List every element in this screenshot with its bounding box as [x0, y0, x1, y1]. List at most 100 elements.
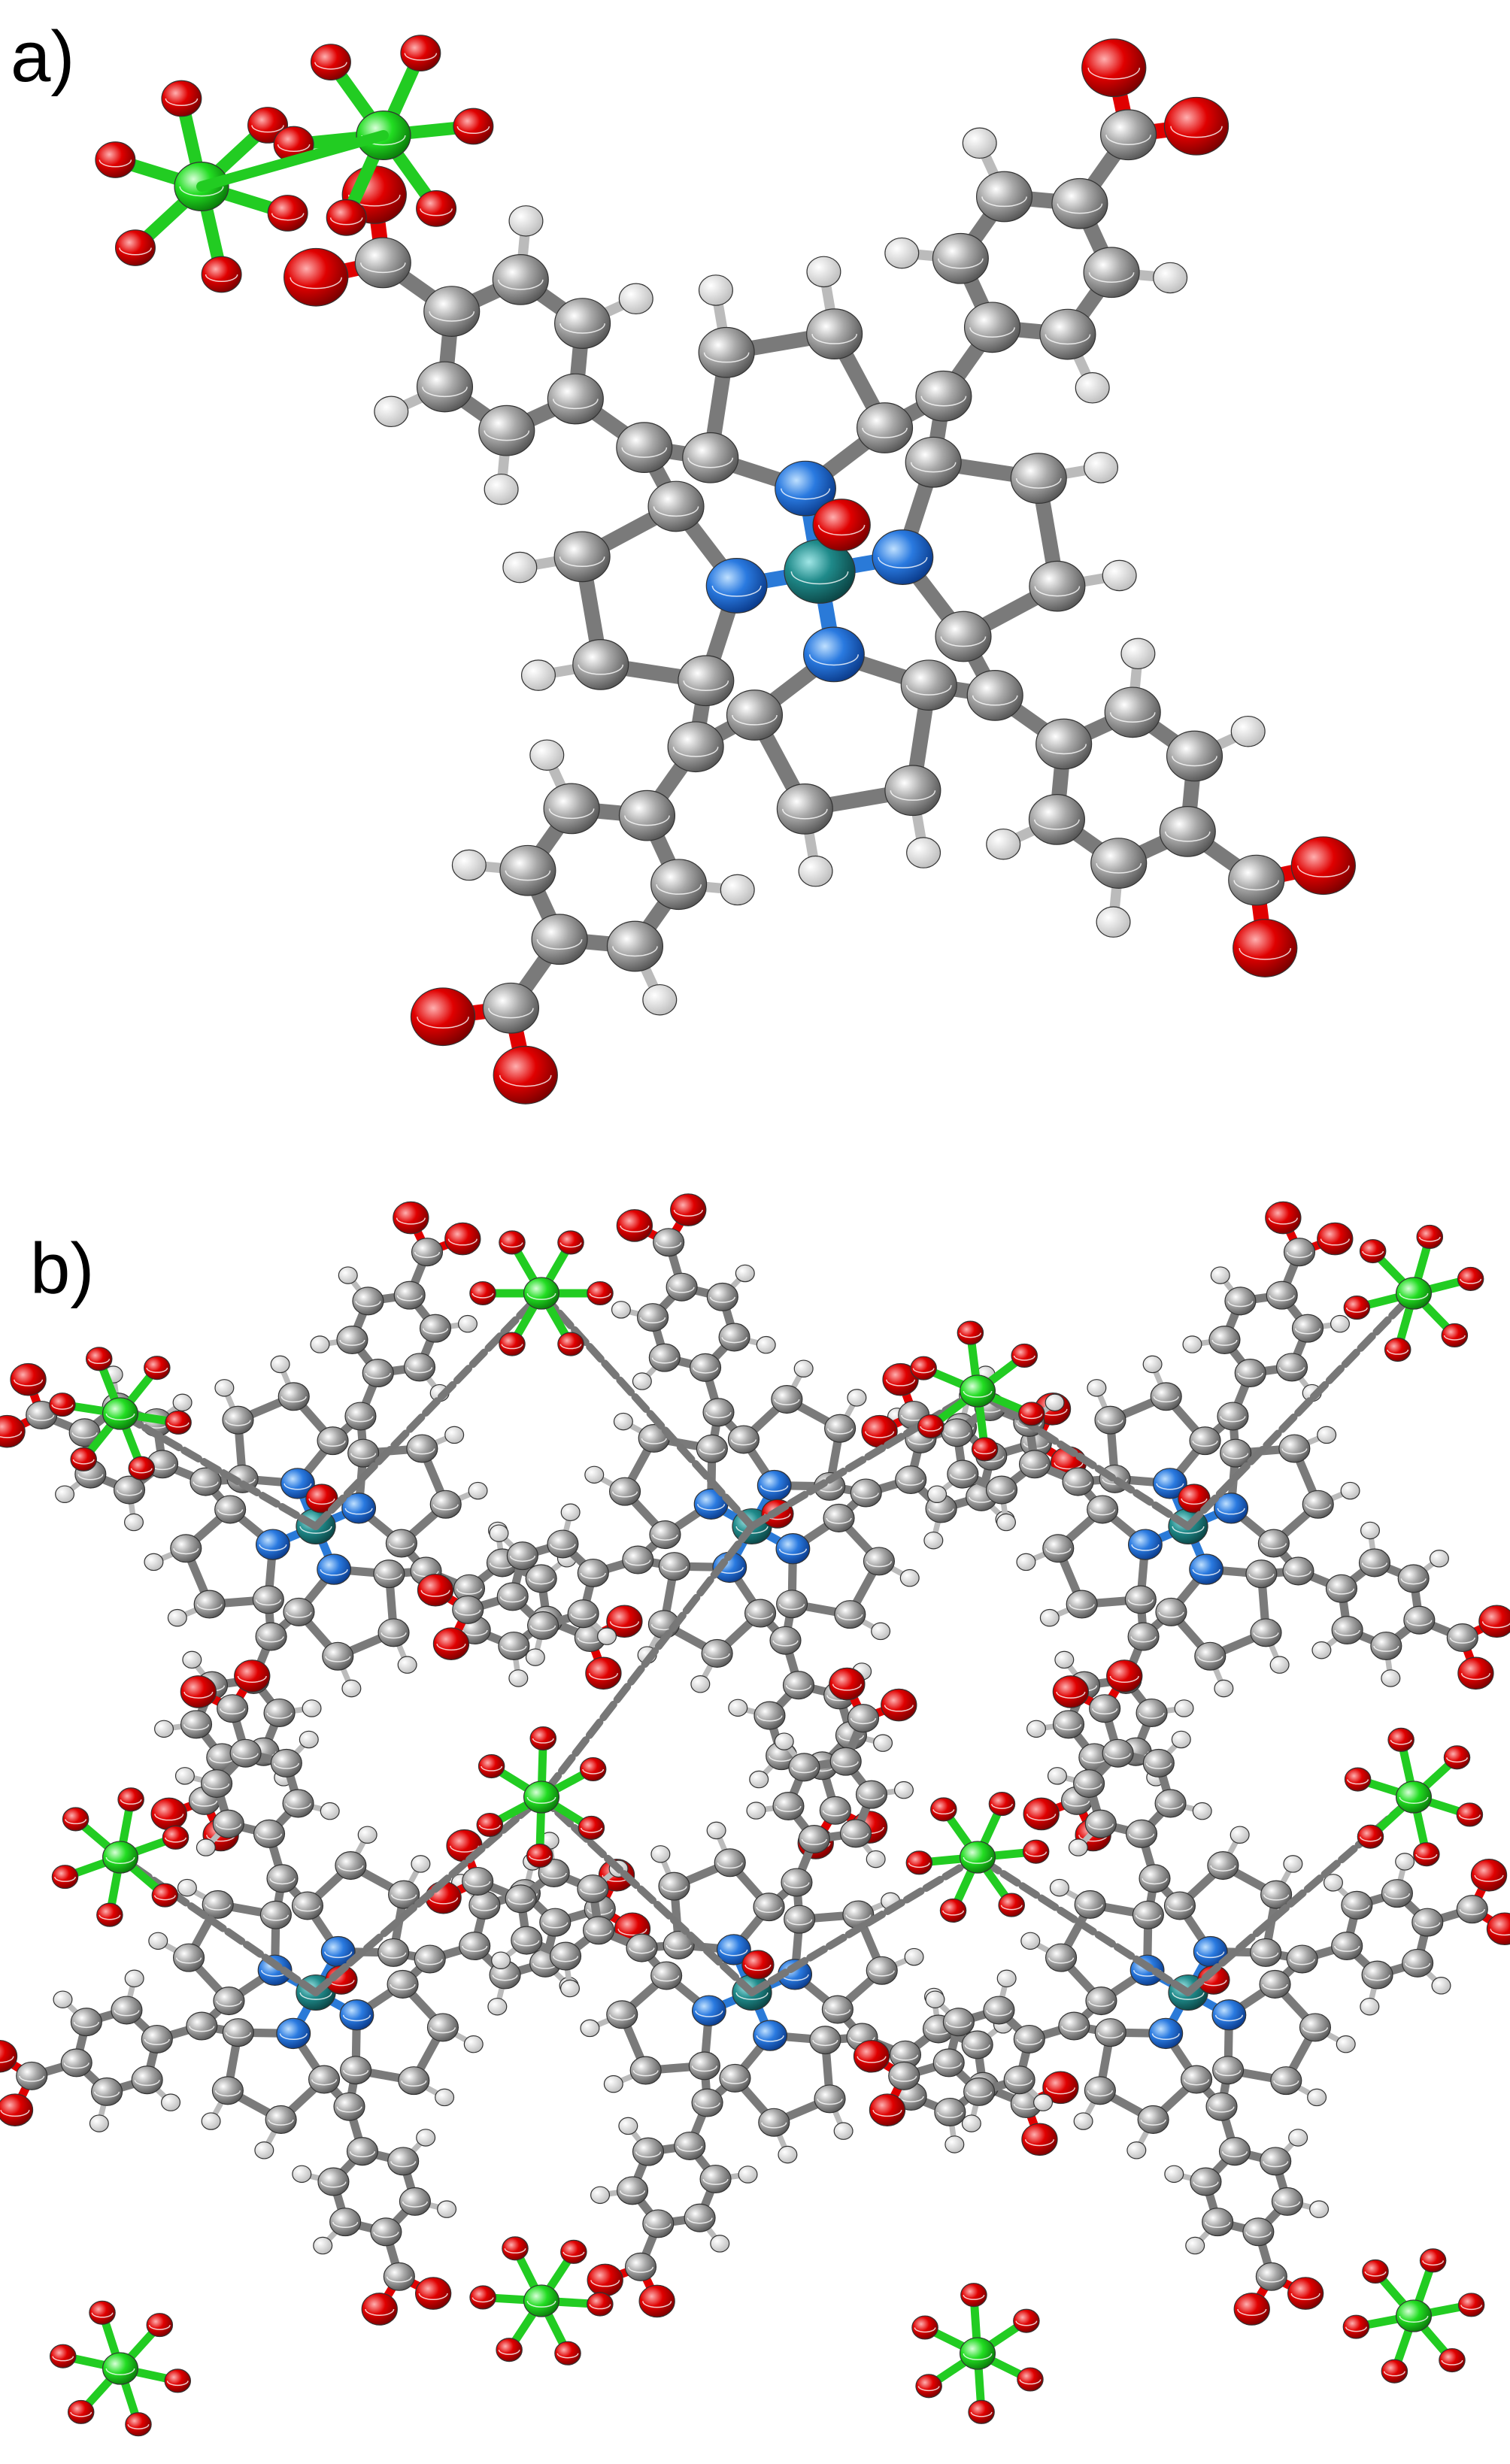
atom-ellipsoid-line: [347, 1416, 374, 1423]
atom-ellipsoid-line: [1127, 1599, 1154, 1606]
carbon-atom: [1085, 1987, 1117, 2016]
hydrogen-atom: [292, 2165, 312, 2184]
atom-ellipsoid-line: [1151, 2033, 1180, 2040]
cluster-metal-atom: [1395, 2299, 1432, 2332]
carbon-atom: [577, 1874, 609, 1904]
carbon-atom: [492, 254, 549, 305]
oxygen-atom: [638, 2284, 675, 2318]
carbon-atom: [482, 982, 539, 1034]
carbon-atom: [462, 1866, 494, 1896]
atom-ellipsoid-line: [1415, 1853, 1438, 1859]
atom-ellipsoid-line: [969, 327, 1015, 338]
hydrogen-atom: [1214, 1679, 1234, 1698]
oxygen-atom: [417, 1573, 454, 1607]
atom-ellipsoid-line: [898, 1479, 924, 1486]
atom-ellipsoid-line: [553, 399, 599, 410]
carbon-atom: [1087, 1495, 1119, 1524]
atom-ellipsoid-line: [812, 2039, 838, 2046]
carbon-atom: [776, 1590, 808, 1619]
carbon-atom: [547, 373, 604, 425]
atom-ellipsoid-line: [885, 1379, 916, 1387]
atom-ellipsoid-line: [784, 1882, 810, 1889]
atom-ellipsoid-line: [1172, 1526, 1205, 1534]
atom-ellipsoid-line: [1294, 1328, 1321, 1335]
carbon-atom: [674, 2131, 706, 2160]
hydrogen-atom: [806, 256, 841, 288]
carbon-atom: [847, 1704, 880, 1733]
atom-ellipsoid-line: [52, 2356, 74, 2362]
carbon-atom: [975, 171, 1033, 223]
carbon-atom: [214, 1495, 247, 1524]
atom-ellipsoid-line: [286, 1611, 312, 1618]
atom-ellipsoid-line: [1092, 1708, 1118, 1715]
atom-ellipsoid-line: [1041, 744, 1087, 755]
atom-ellipsoid-line: [271, 213, 305, 221]
carbon-atom: [701, 1638, 733, 1668]
carbon-atom: [217, 1694, 249, 1723]
carbon-atom: [1124, 1585, 1157, 1614]
atom-ellipsoid-line: [632, 2070, 659, 2077]
atom-ellipsoid-line: [709, 1296, 735, 1303]
carbon-atom: [1278, 1434, 1311, 1463]
oxygen-atom: [1287, 2277, 1324, 2310]
oxygen-atom: [400, 35, 441, 71]
carbon-atom: [941, 1418, 973, 1447]
hydrogen-atom: [927, 1485, 948, 1504]
oxygen-atom: [554, 2341, 581, 2366]
atom-ellipsoid-line: [105, 1413, 135, 1420]
hydrogen-atom: [525, 1648, 545, 1666]
hydrogen-atom: [148, 1932, 168, 1950]
hydrogen-atom: [893, 1781, 914, 1799]
oxygen-atom: [930, 1797, 957, 1822]
oxygen-atom: [829, 1667, 866, 1701]
carbon-atom: [1299, 2013, 1332, 2042]
atom-ellipsoid-line: [1405, 1962, 1431, 1969]
atom-ellipsoid-line: [1441, 2359, 1463, 2366]
oxygen-atom: [1470, 1859, 1508, 1892]
carbon-atom: [1397, 1564, 1430, 1593]
hydrogen-atom: [1307, 2088, 1327, 2107]
atom-ellipsoid-line: [562, 2251, 585, 2257]
carbon-atom: [900, 659, 957, 711]
atom-ellipsoid-line: [127, 2424, 150, 2429]
oxygen-atom: [0, 2093, 34, 2126]
oxygen-atom: [1290, 836, 1356, 896]
carbon-atom: [1163, 1891, 1196, 1920]
atom-ellipsoid-line: [981, 196, 1027, 208]
carbon-atom: [1228, 854, 1285, 906]
hydrogen-atom: [1120, 638, 1156, 670]
atom-ellipsoid-line: [146, 1367, 168, 1373]
oxygen-atom: [971, 1437, 999, 1462]
oxygen-atom: [911, 2315, 938, 2340]
carbon-atom: [419, 1314, 452, 1343]
atom-ellipsoid-line: [878, 556, 928, 568]
carbon-atom: [691, 2088, 723, 2117]
atom-ellipsoid-line: [471, 1293, 494, 1299]
hydrogen-atom: [397, 1656, 417, 1674]
oxygen-atom: [96, 1902, 123, 1927]
atom-ellipsoid-line: [1015, 2320, 1038, 2326]
atom-ellipsoid-line: [488, 1008, 534, 1019]
atom-ellipsoid-line: [699, 1448, 725, 1455]
atom-ellipsoid-line: [912, 1368, 935, 1374]
oxygen-atom: [284, 247, 349, 307]
carbon-atom: [726, 689, 784, 741]
atom-ellipsoid-line: [722, 2078, 748, 2084]
oxygen-atom: [1317, 1222, 1354, 1256]
carbon-atom: [172, 1943, 205, 1972]
hydrogen-atom: [508, 1669, 529, 1687]
atom-ellipsoid-line: [570, 1614, 596, 1620]
atom-ellipsoid-line: [970, 2411, 993, 2417]
atom-ellipsoid-line: [1087, 1823, 1114, 1830]
atom-ellipsoid-line: [1142, 1878, 1168, 1885]
carbon-atom: [253, 1819, 286, 1848]
cluster-metal-atom: [1395, 1277, 1432, 1310]
carbon-atom: [378, 1938, 410, 1967]
atom-ellipsoid-line: [406, 1367, 433, 1374]
atom-ellipsoid-line: [588, 1673, 619, 1681]
atom-ellipsoid-line: [1233, 880, 1280, 891]
hydrogen-atom: [302, 1699, 322, 1717]
atom-ellipsoid-line: [1263, 1894, 1290, 1901]
atom-ellipsoid-line: [653, 1975, 680, 1982]
hydrogen-atom: [1026, 1720, 1047, 1738]
